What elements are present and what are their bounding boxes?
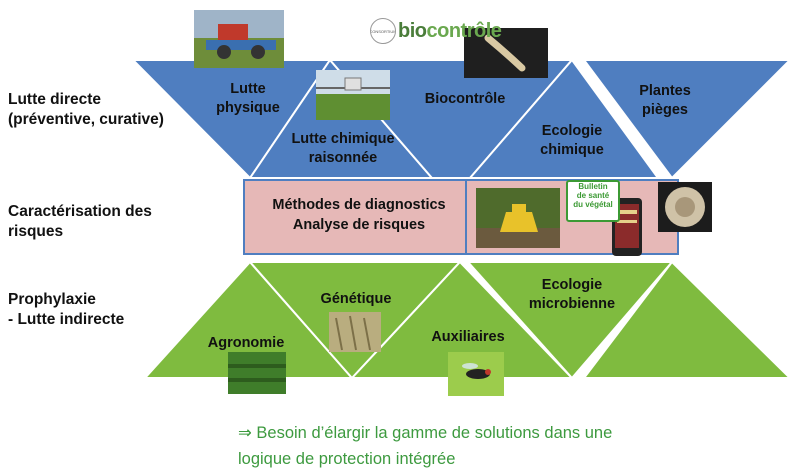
label-auxiliaires: Auxiliaires [431,329,505,345]
label-ecologie-chimique: Ecologie chimique [540,123,604,158]
shape-ecologie-chimique [467,58,660,179]
logo-word: contrôle [426,19,502,42]
photo-wasp [448,352,504,396]
photo-sprayer [316,70,390,120]
logo-prefix: bio [398,19,427,42]
photo-tractor [194,10,284,68]
shape-ecologie-microbienne [465,261,675,380]
band-label: Méthodes de diagnostics Analyse de risqu… [272,197,446,233]
label-biocontrole: Biocontrôle [424,91,506,107]
photo-crops [228,352,286,394]
conclusion-text: ⇒ Besoin d’élargir la gamme de solutions… [238,420,758,472]
label-agronomie: Agronomie [207,335,285,351]
row-label-direct: Lutte directe (préventive, curative) [8,91,164,128]
label-genetique: Génétique [320,291,392,307]
label-lutte-chimique: Lutte chimique raisonnée [291,131,395,166]
bulletin-badge: Bulletin de santé du végétal [566,180,620,222]
photo-phone [612,198,642,256]
photo-larva [464,28,548,78]
label-ecologie-microbienne: Ecologie microbienne [528,277,616,312]
label-plantes-pieges: Plantes pièges [639,83,691,118]
photo-petri [658,182,712,232]
consortium-seal: CONSORTIUM [370,18,396,44]
biocontrole-logo: CONSORTIUM biocontrôle [370,16,502,46]
photo-trap [476,188,560,248]
row-label-risks: Caractérisation des risques [8,203,152,240]
shape-plantes-pieges [582,59,793,180]
logo-wordmark: biocontrôle [398,19,502,43]
conclusion-line: ⇒ Besoin d’élargir la gamme de solutions… [238,424,613,468]
shape-empty-green [581,260,793,379]
photo-wheat [329,312,381,352]
row-label-prophylaxis: Prophylaxie - Lutte indirecte [8,291,125,328]
label-lutte-physique: Lutte physique [216,81,280,116]
